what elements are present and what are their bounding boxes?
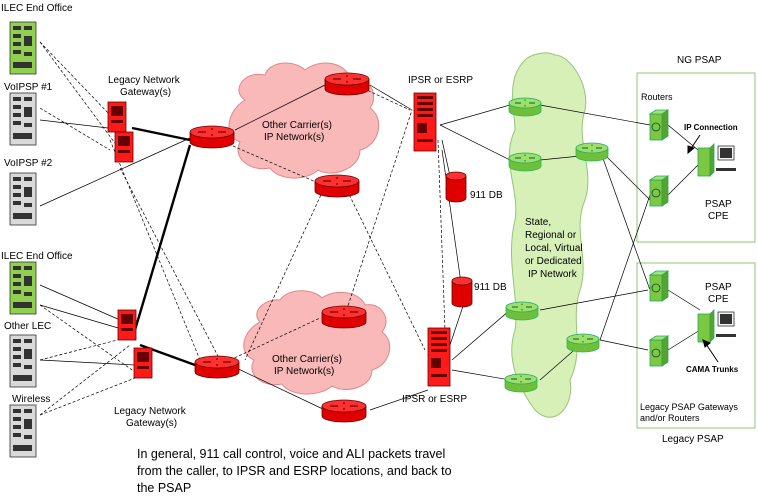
green-router-2 bbox=[508, 152, 542, 172]
label-legacy-gateways-2: and/or Routers bbox=[640, 413, 700, 423]
red-router-top-upper bbox=[324, 72, 370, 96]
label-voipsp1: VoIPSP #1 bbox=[4, 82, 53, 93]
other-lec-switch bbox=[9, 334, 37, 388]
label-ilec-bottom: ILEC End Office bbox=[1, 251, 73, 262]
label-voipsp2: VoIPSP #2 bbox=[4, 158, 53, 169]
green-router-3 bbox=[575, 142, 609, 162]
label-state-net-5: IP Network bbox=[528, 269, 578, 280]
label-cloud-bottom-2: IP Network(s) bbox=[274, 366, 334, 377]
label-wireless: Wireless bbox=[12, 394, 50, 405]
label-routers: Routers bbox=[641, 92, 673, 102]
label-ng-psap: NG PSAP bbox=[677, 55, 722, 66]
legacy-gateway-top-b bbox=[114, 131, 134, 163]
caption-line-2: from the caller, to IPSR and ESRP locati… bbox=[137, 464, 452, 478]
ilec-end-office-top-switch bbox=[9, 21, 37, 75]
label-psap-cpe-top-1: PSAP bbox=[705, 199, 732, 210]
red-router-bottom-lower bbox=[321, 399, 367, 423]
legacy-gateway-tower-1 bbox=[649, 270, 669, 302]
label-db-top: 911 DB bbox=[470, 190, 503, 201]
green-router-4 bbox=[505, 301, 539, 321]
label-state-net-4: or Dedicated bbox=[525, 256, 582, 267]
label-ilec-top: ILEC End Office bbox=[1, 3, 73, 14]
ng-psap-workstation bbox=[697, 143, 737, 177]
db-cylinder-top bbox=[445, 171, 467, 203]
label-state-net-3: Local, Virtual bbox=[525, 243, 583, 254]
label-ipsr-bottom: IPSR or ESRP bbox=[402, 394, 467, 405]
label-psap-cpe-top-2: CPE bbox=[708, 211, 729, 222]
carrier-cloud-bottom bbox=[243, 290, 391, 395]
ng-router-tower-2 bbox=[649, 175, 669, 207]
ipsr-esrp-server-bottom bbox=[427, 327, 451, 387]
label-gateway-bottom-2: Gateway(s) bbox=[126, 418, 177, 429]
caption-line-1: In general, 911 call control, voice and … bbox=[137, 447, 446, 461]
ilec-end-office-bottom-switch bbox=[9, 261, 37, 315]
legacy-gateway-bottom-a bbox=[117, 309, 137, 341]
solid-links bbox=[39, 84, 701, 411]
label-state-net-2: Regional or bbox=[525, 230, 577, 241]
ipsr-esrp-server-top bbox=[413, 92, 437, 152]
red-router-bottom-left bbox=[194, 355, 240, 379]
label-ip-connection: IP Connection bbox=[684, 123, 738, 132]
annotation-arrows bbox=[687, 134, 719, 363]
voipsp1-switch bbox=[9, 92, 37, 146]
thick-links bbox=[131, 126, 196, 367]
db-cylinder-bottom bbox=[451, 276, 473, 308]
legacy-psap-workstation bbox=[697, 309, 737, 343]
ng-psap-box bbox=[636, 72, 756, 243]
ng-router-tower-1 bbox=[649, 109, 669, 141]
label-cloud-bottom-1: Other Carrier(s) bbox=[272, 354, 342, 365]
voipsp2-switch bbox=[9, 172, 37, 226]
label-legacy-psap: Legacy PSAP bbox=[662, 434, 724, 445]
legacy-psap-box bbox=[636, 262, 756, 429]
caption: In general, 911 call control, voice and … bbox=[137, 446, 557, 497]
label-cloud-top-1: Other Carrier(s) bbox=[262, 120, 332, 131]
red-router-bottom-upper bbox=[321, 305, 367, 329]
label-legacy-gateways-1: Legacy PSAP Gateways bbox=[640, 402, 738, 412]
label-other-lec: Other LEC bbox=[4, 321, 51, 332]
state-network-cloud bbox=[508, 52, 589, 418]
label-cloud-top-2: IP Network(s) bbox=[264, 132, 324, 143]
red-router-top-left bbox=[189, 125, 235, 149]
green-router-5 bbox=[566, 333, 600, 353]
label-psap-cpe-bottom-2: CPE bbox=[708, 294, 729, 305]
label-db-bottom: 911 DB bbox=[474, 282, 507, 293]
caption-line-3: the PSAP bbox=[137, 481, 192, 495]
label-state-net-1: State, bbox=[525, 217, 551, 228]
green-router-6 bbox=[504, 373, 538, 393]
red-router-top-lower bbox=[314, 174, 360, 198]
legacy-gateway-top-a bbox=[107, 101, 127, 133]
label-ipsr-top: IPSR or ESRP bbox=[408, 75, 473, 86]
label-psap-cpe-bottom-1: PSAP bbox=[705, 282, 732, 293]
wireless-switch bbox=[9, 404, 37, 458]
label-gateway-bottom-1: Legacy Network bbox=[114, 406, 187, 417]
green-router-1 bbox=[508, 97, 542, 117]
legacy-gateway-tower-2 bbox=[649, 335, 669, 367]
label-gateway-top-2: Gateway(s) bbox=[120, 87, 171, 98]
label-gateway-top-1: Legacy Network bbox=[108, 75, 181, 86]
label-cama-trunks: CAMA Trunks bbox=[686, 365, 739, 374]
legacy-gateway-bottom-b bbox=[133, 347, 153, 379]
